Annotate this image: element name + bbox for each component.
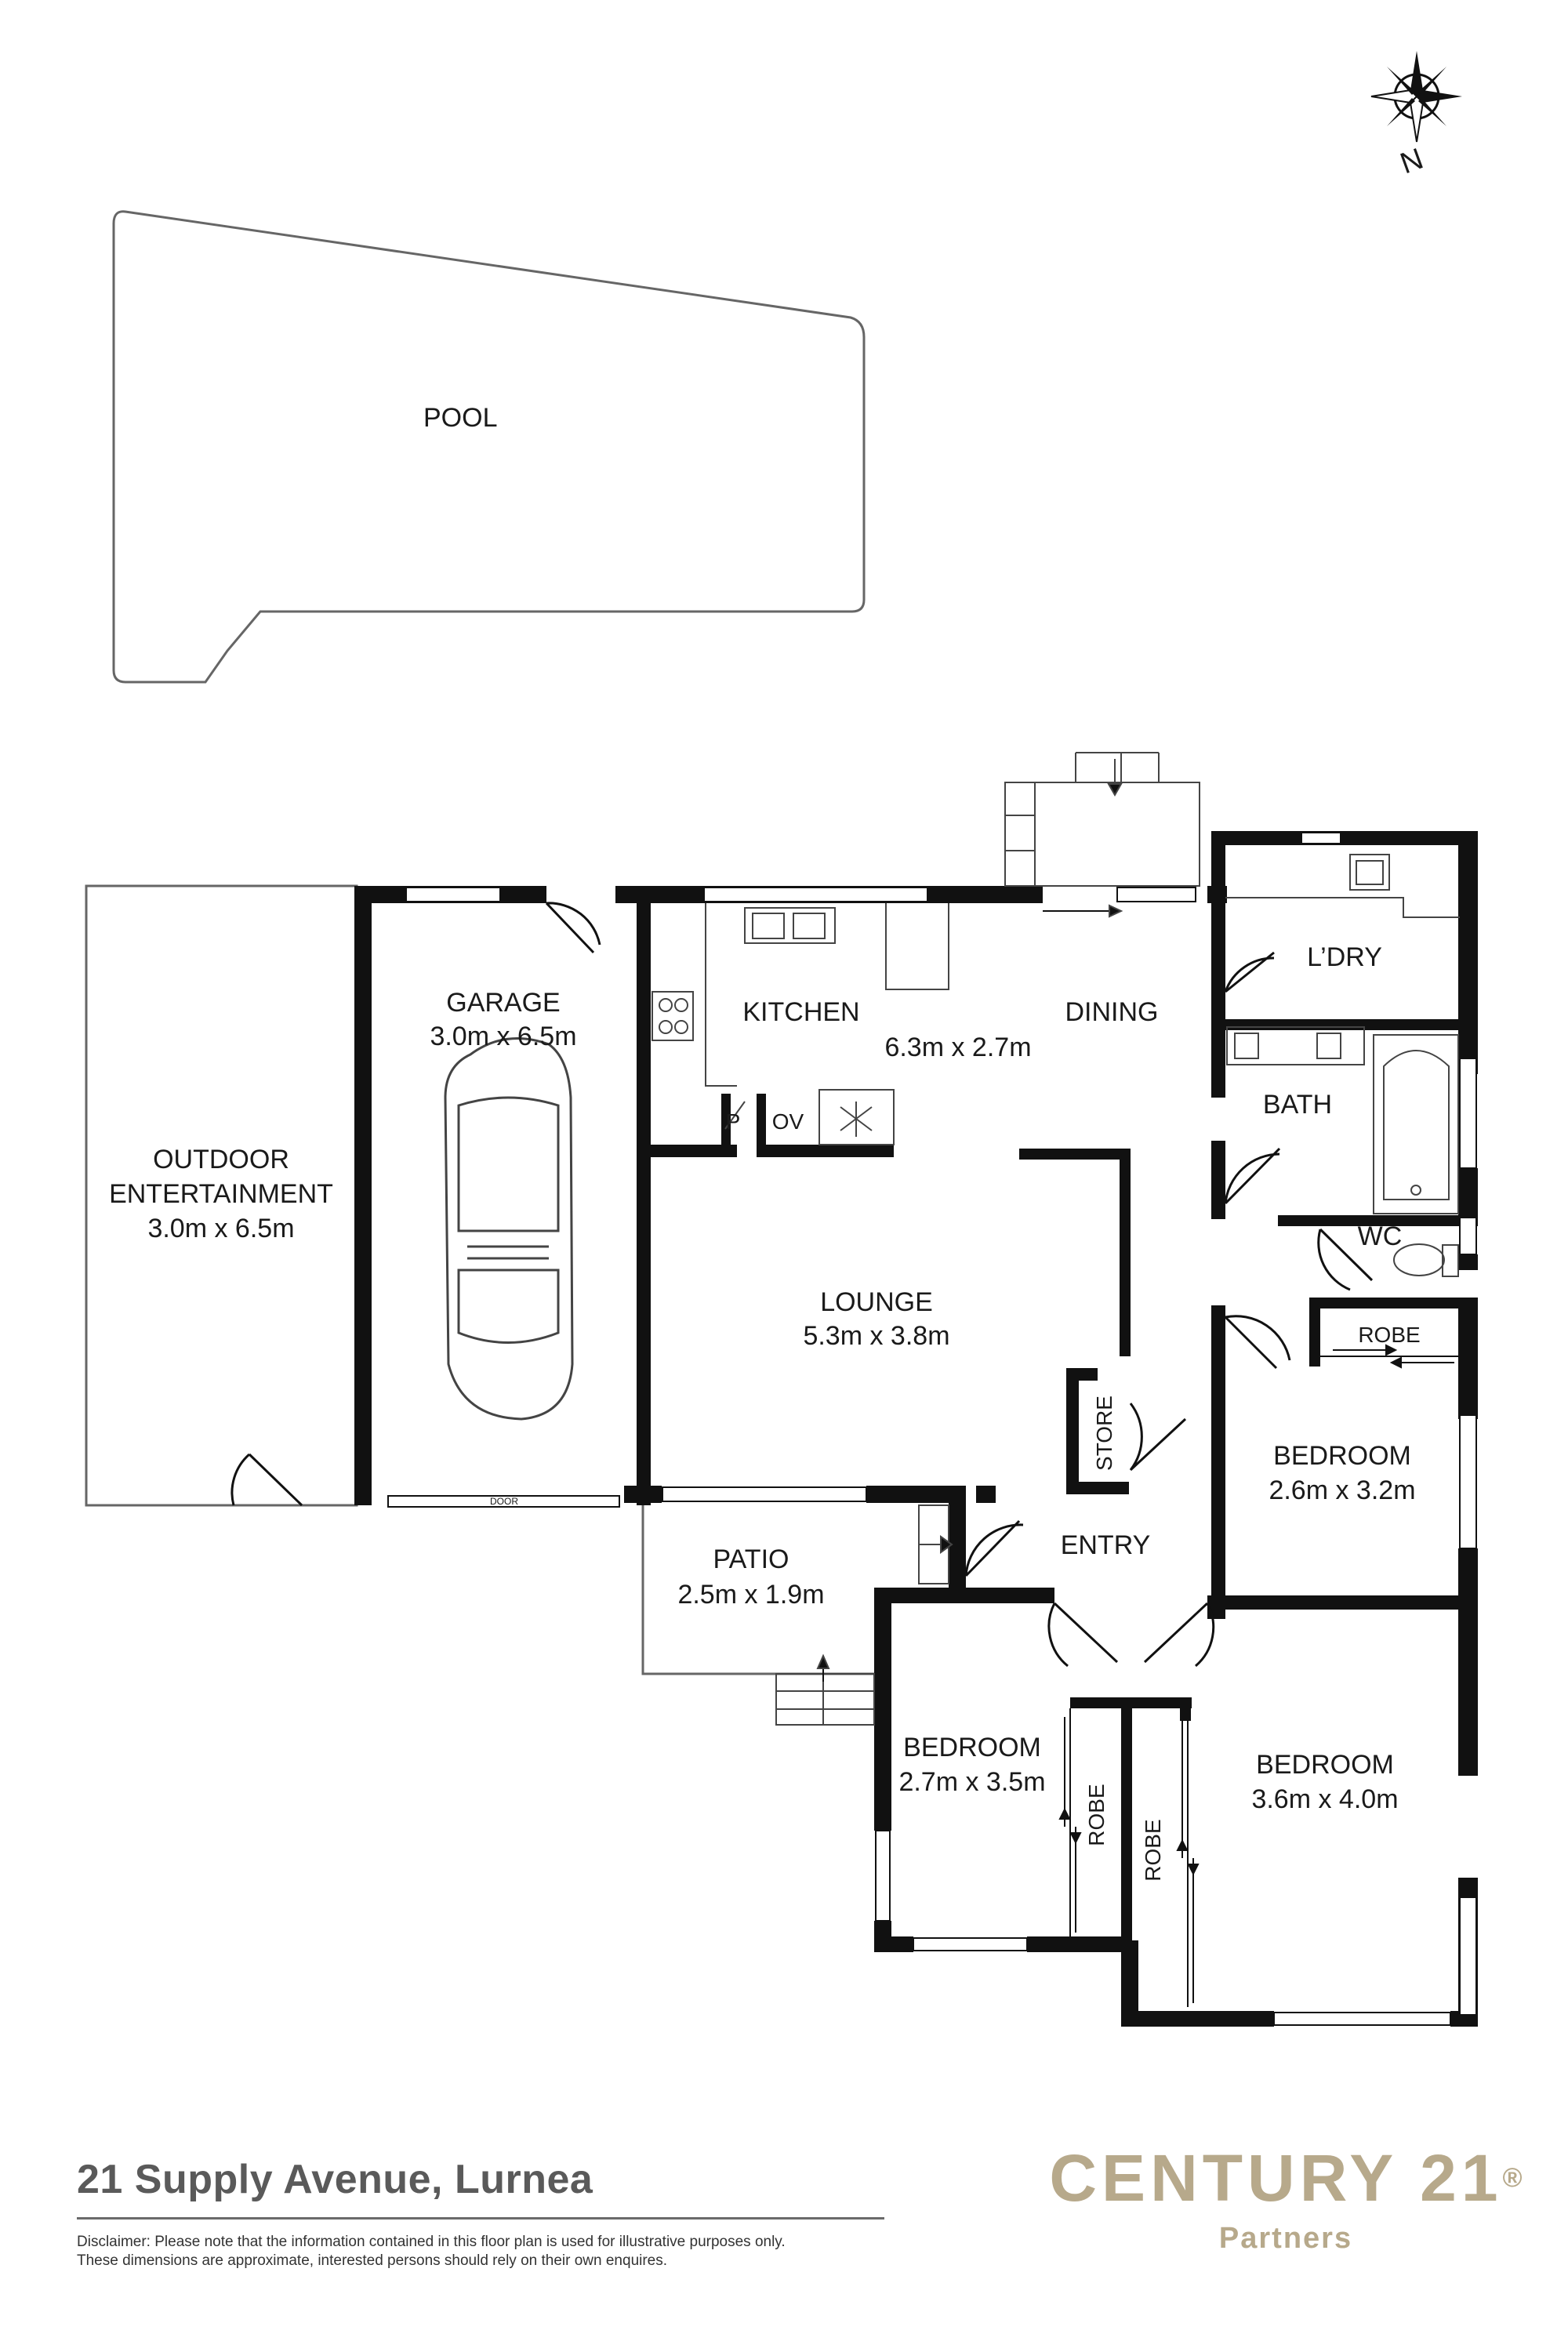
property-address: 21 Supply Avenue, Lurnea: [77, 2157, 593, 2202]
lounge-size: 5.3m x 3.8m: [803, 1321, 949, 1351]
patio-label: PATIO: [713, 1544, 789, 1574]
store-label: STORE: [1092, 1396, 1116, 1471]
laundry-label: L’DRY: [1307, 942, 1382, 972]
robe-top-label: ROBE: [1358, 1323, 1420, 1347]
robe-top-doors: [1320, 1344, 1458, 1369]
disclaimer-line-1: Disclaimer: Please note that the informa…: [77, 2234, 786, 2250]
garage-size: 3.0m x 6.5m: [430, 1022, 576, 1051]
brand-registered-mark: ®: [1502, 2163, 1523, 2193]
robe-left-label: ROBE: [1084, 1784, 1109, 1846]
patio-size: 2.5m x 1.9m: [677, 1580, 824, 1610]
north-label: N: [1396, 143, 1428, 181]
bedroom-left-size: 2.7m x 3.5m: [898, 1767, 1045, 1797]
compass-rose-icon: [1370, 51, 1462, 143]
front-steps: [918, 1504, 953, 1584]
kitchen-label: KITCHEN: [742, 997, 859, 1027]
disclaimer-line-2: These dimensions are approximate, intere…: [77, 2252, 668, 2269]
bath-label: BATH: [1263, 1090, 1332, 1120]
bedroom-main-label: BEDROOM: [1256, 1750, 1394, 1780]
brand-name-text: CENTURY 21: [1049, 2141, 1503, 2215]
bedroom-right-size: 2.6m x 3.2m: [1269, 1475, 1415, 1505]
kitchen-size: 6.3m x 2.7m: [884, 1033, 1031, 1062]
pantry-label: P: [726, 1109, 741, 1134]
store-door-swing: [1129, 1403, 1187, 1472]
brand-logo: CENTURY 21® Partners: [1043, 2140, 1529, 2256]
robe-left-doors: [1058, 1708, 1082, 1936]
entry-doors: [964, 1519, 1215, 1668]
garage-door: [387, 1495, 620, 1508]
wc-label: WC: [1358, 1221, 1403, 1251]
outdoor-label-line1: OUTDOOR: [153, 1145, 289, 1174]
pool: [112, 210, 866, 684]
dining-label: DINING: [1065, 997, 1159, 1027]
brand-subtitle: Partners: [1218, 2222, 1353, 2255]
robe-main-doors: [1176, 1708, 1200, 2007]
patio-steps: [775, 1653, 875, 1726]
garage-door-swing: [545, 902, 601, 954]
footer-divider: [77, 2217, 884, 2220]
entry-label: ENTRY: [1061, 1530, 1151, 1560]
windows: [405, 832, 1477, 2026]
garage-label: GARAGE: [446, 988, 560, 1018]
pool-label: POOL: [423, 403, 497, 433]
outdoor-label-line2: ENTERTAINMENT: [109, 1179, 333, 1209]
laundry-fixtures: [1224, 854, 1460, 993]
bedroom-main-size: 3.6m x 4.0m: [1251, 1784, 1398, 1814]
robe-main-label: ROBE: [1141, 1819, 1165, 1881]
outdoor-size: 3.0m x 6.5m: [147, 1214, 294, 1243]
car-icon: [444, 1036, 574, 1421]
bedroom-right-door-swing: [1224, 1315, 1291, 1370]
disclaimer: Disclaimer: Please note that the informa…: [77, 2233, 908, 2270]
rear-steps: [1004, 752, 1200, 918]
garage-door-label: DOOR: [490, 1496, 518, 1507]
bedroom-left-label: BEDROOM: [903, 1733, 1041, 1762]
kitchen-fixtures: [652, 903, 949, 1145]
wc-fixtures: [1317, 1228, 1459, 1291]
brand-name: CENTURY 21®: [1043, 2140, 1529, 2216]
lounge-label: LOUNGE: [820, 1287, 933, 1317]
bath-fixtures: [1224, 1026, 1459, 1214]
bedroom-right-label: BEDROOM: [1273, 1441, 1411, 1471]
oven-label: OV: [772, 1109, 804, 1134]
outdoor-door-swing: [230, 1453, 303, 1507]
